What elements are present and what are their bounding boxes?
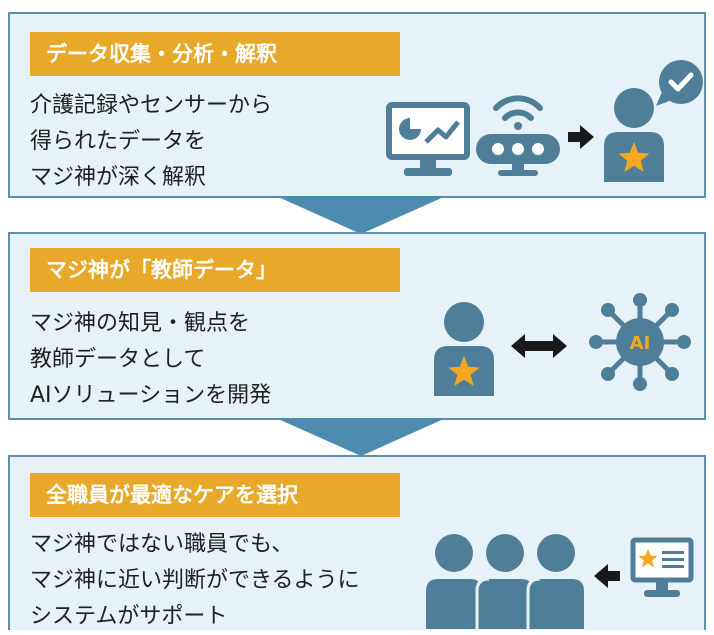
step-title: マジ神が「教師データ」 — [30, 248, 400, 292]
double-arrow-icon — [511, 334, 567, 358]
step-title: データ収集・分析・解釈 — [30, 32, 400, 76]
ai-badge-label: AI — [630, 333, 651, 354]
ai-network-icon: AI — [589, 293, 691, 391]
flow-down-arrow — [276, 418, 446, 456]
description-line: システムがサポート — [30, 604, 228, 629]
step-panel-teacher-data: マジ神が「教師データ」 マジ神の知見・観点を 教師データとして AIソリューショ… — [8, 232, 706, 420]
step-description: 介護記録やセンサーから 得られたデータを マジ神が深く解釈 — [30, 88, 272, 196]
arrow-left-icon — [594, 564, 620, 588]
staff-group-icon — [426, 534, 584, 629]
expert-star-person-icon — [604, 88, 664, 182]
description-line: 介護記録やセンサーから — [30, 93, 273, 118]
step-panel-care-selection: 全職員が最適なケアを選択 マジ神ではない職員でも、 マジ神に近い判断ができるよう… — [8, 455, 706, 630]
star-monitor-icon — [630, 537, 694, 597]
step-description: マジ神ではない職員でも、 マジ神に近い判断ができるように システムがサポート — [30, 527, 360, 635]
arrow-right-icon — [568, 125, 594, 149]
description-line: マジ神ではない職員でも、 — [30, 532, 294, 557]
description-line: 教師データとして — [30, 347, 206, 372]
flow-down-arrow — [276, 196, 446, 234]
step-title: 全職員が最適なケアを選択 — [30, 473, 400, 517]
step-description: マジ神の知見・観点を 教師データとして AIソリューションを開発 — [30, 306, 271, 414]
description-line: マジ神が深く解釈 — [30, 165, 207, 190]
description-line: マジ神の知見・観点を — [30, 311, 251, 336]
description-line: マジ神に近い判断ができるように — [30, 568, 360, 593]
check-bubble-icon — [656, 60, 703, 106]
step-panel-data-collection: データ収集・分析・解釈 介護記録やセンサーから 得られたデータを マジ神が深く解… — [8, 12, 706, 198]
description-line: AIソリューションを開発 — [30, 383, 272, 408]
monitor-chart-icon — [386, 102, 470, 176]
description-line: 得られたデータを — [30, 129, 207, 154]
expert-star-person-icon — [434, 302, 494, 396]
sensor-device-icon — [476, 95, 560, 176]
